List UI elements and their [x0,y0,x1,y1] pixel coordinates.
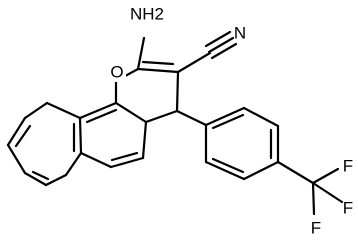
amino-label: NH2 [130,5,164,24]
fluorine-label-3: F [311,219,321,238]
fluorine-label-2: F [343,199,353,218]
oxygen-label-backing [108,62,126,82]
nitrile-group [176,30,238,74]
fluorine-label-1: F [343,157,353,176]
amino-bond [136,36,146,71]
naphthalene-right-ring [78,101,148,169]
phenyl-link-bond [175,109,208,127]
amino-label-backing [132,3,162,25]
trifluoromethyl-group [276,160,344,216]
nitrile-nitrogen-label: N [234,24,246,43]
phenyl-ring [204,106,280,181]
naphthalene-left-ring [6,101,83,187]
ring-oxygen-label: O [110,63,123,82]
